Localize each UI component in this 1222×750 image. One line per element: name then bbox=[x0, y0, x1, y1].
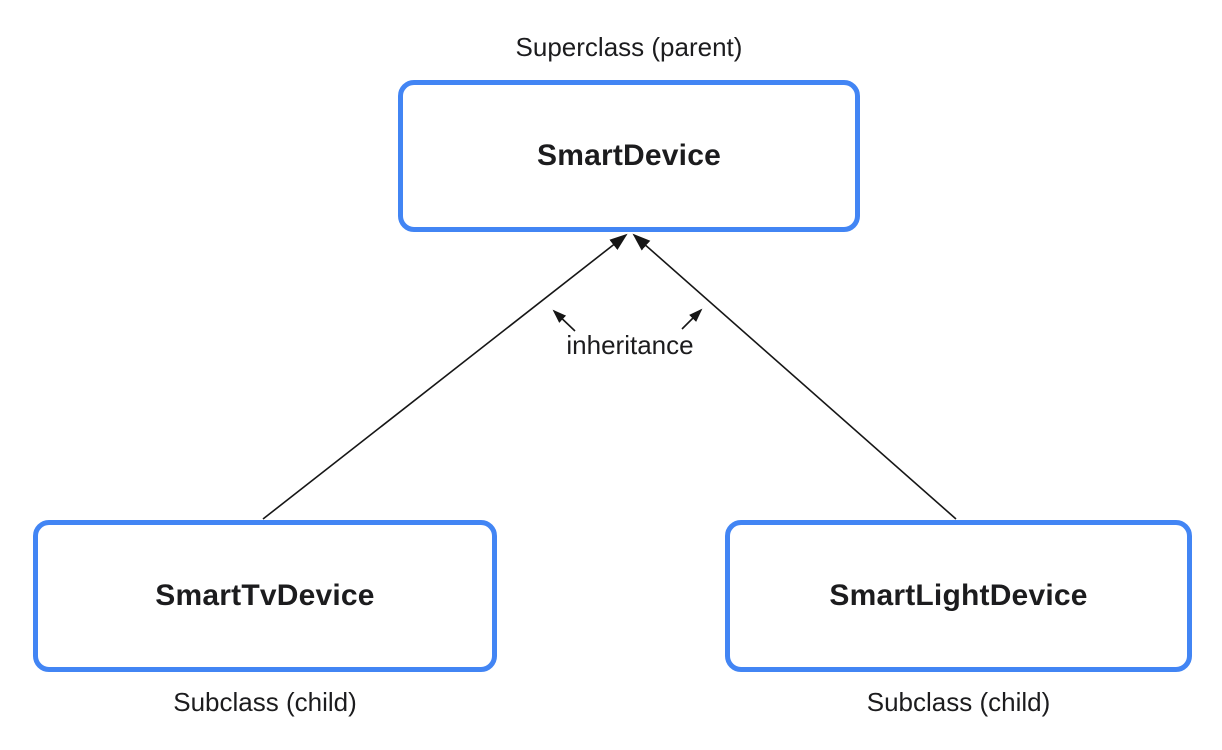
superclass-caption: Superclass (parent) bbox=[515, 32, 743, 62]
inheritance-arrow-right bbox=[632, 233, 957, 520]
subclass-tv-name: SmartTvDevice bbox=[155, 579, 375, 612]
inheritance-arrow-left bbox=[262, 233, 628, 520]
superclass-name: SmartDevice bbox=[537, 139, 721, 172]
superclass-box: SmartDevice bbox=[398, 80, 860, 232]
subclass-light-name: SmartLightDevice bbox=[829, 579, 1088, 612]
subclass-caption-tv: Subclass (child) bbox=[173, 687, 357, 717]
inheritance-label: inheritance bbox=[566, 330, 694, 360]
subclass-box-light: SmartLightDevice bbox=[725, 520, 1192, 672]
inheritance-pointer-left bbox=[552, 309, 576, 332]
subclass-box-tv: SmartTvDevice bbox=[33, 520, 497, 672]
subclass-caption-light: Subclass (child) bbox=[866, 687, 1051, 717]
inheritance-pointer-right bbox=[681, 308, 703, 330]
